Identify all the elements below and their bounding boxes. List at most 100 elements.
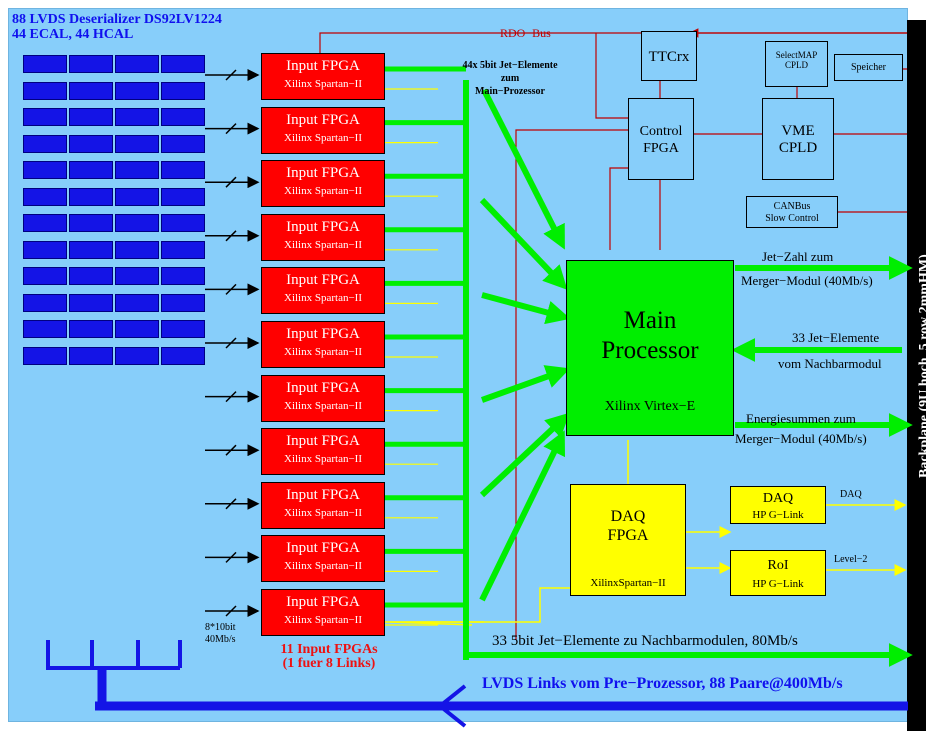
deserializer-chip [115,320,159,338]
link-slash [225,69,237,81]
deserializer-chip [23,187,67,206]
daq-link-line2: HP G−Link [752,509,804,521]
backplane-bar [907,20,926,731]
deserializer-chip [115,293,159,312]
deserializer-chip [69,267,113,285]
selectmap-cpld-box: SelectMAP CPLD [765,41,828,87]
deserializer-chip [161,187,205,206]
deserializer-chip [23,134,67,153]
link-slash [225,176,237,188]
control-fpga-line2: FPGA [643,141,679,156]
deserializer-chip [23,320,67,338]
canbus-line2: Slow Control [765,213,819,224]
input-fpga-chip: Xilinx Spartan−II [284,292,362,305]
input-fpga-chip: Xilinx Spartan−II [284,614,362,626]
deserializer-chip [23,55,67,73]
deserializer-chip [115,108,159,126]
deserializer-chip [161,293,205,312]
energie-line1: Energiesummen zum [746,411,856,426]
deserializer-chip [115,161,159,179]
canbus-line1: CANBus [773,201,811,212]
deserializer-chip [69,187,113,206]
daq-out-label: DAQ [840,489,862,500]
jet-elements-line1: 44x 5bit Jet−Elemente [462,60,558,71]
input-fpga-name: Input FPGA [286,58,360,74]
input-fpga-box: Input FPGA Xilinx Spartan−II [261,535,385,583]
link-rate-line2: 40Mb/s [205,634,236,645]
jet-zahl-line1: Jet−Zahl zum [762,249,834,264]
vme-cpld-line1: VME [781,123,815,139]
deserializer-chip [115,240,159,259]
deserializer-chip [69,134,113,153]
input-fpga-name: Input FPGA [286,165,360,182]
selectmap-line1: SelectMAP [775,50,818,60]
title-line-1: 88 LVDS Deserializer DS92LV1224 [12,12,222,27]
deserializer-chip [161,214,205,232]
deserializer-chip [23,108,67,126]
deserializer-chip [161,240,205,259]
deserializer-chip [115,81,159,100]
main-processor-line2: Processor [601,337,699,364]
deserializer-chip [115,346,159,365]
link-slash [225,391,237,403]
link-slash [225,337,237,349]
deserializer-chip [115,267,159,285]
daq-link-line1: DAQ [762,491,794,506]
input-fpga-chip: Xilinx Spartan−II [284,560,362,573]
input-fpga-box: Input FPGA Xilinx Spartan−II [261,481,385,529]
roi-link-line2: HP G−Link [752,578,804,590]
input-fpga-chip: Xilinx Spartan−II [284,506,362,519]
deserializer-chip [23,346,67,365]
deserializer-chip [69,240,113,259]
speicher-box: Speicher [834,54,903,81]
level2-out-label: Level−2 [834,554,868,565]
input-fpga-name: Input FPGA [286,218,360,235]
main-processor-box: Main Processor Xilinx Virtex−E [566,260,734,436]
input-fpga-name: Input FPGA [286,272,360,289]
jet-33-line1: 33 Jet−Elemente [792,330,880,345]
deserializer-chip [161,161,205,179]
deserializer-chip [161,55,205,73]
input-fpga-name: Input FPGA [286,486,360,503]
link-slash [225,605,237,617]
input-fpga-name: Input FPGA [286,326,360,342]
input-fpga-name: Input FPGA [286,594,360,610]
input-fpga-name: Input FPGA [286,379,360,396]
roi-link-box: RoI HP G−Link [730,550,826,596]
deserializer-chip [161,81,205,100]
input-fpga-chip: Xilinx Spartan−II [284,185,362,198]
main-processor-chip: Xilinx Virtex−E [604,399,696,414]
title-line-2: 44 ECAL, 44 HCAL [12,27,134,42]
canbus-box: CANBus Slow Control [746,196,838,228]
deserializer-chip [69,108,113,126]
daq-link-box: DAQ HP G−Link [730,486,826,524]
input-fpga-name: Input FPGA [286,111,360,128]
deserializer-chip [69,214,113,232]
jet-33-line2: vom Nachbarmodul [778,356,882,371]
input-fpga-chip: Xilinx Spartan−II [284,453,362,466]
selectmap-line2: CPLD [784,60,808,70]
deserializer-chip [23,240,67,259]
deserializer-chip [161,134,205,153]
deserializer-chip [161,320,205,338]
deserializer-chip [23,267,67,285]
deserializer-chip [161,267,205,285]
input-fpga-chip: Xilinx Spartan−II [284,131,362,144]
link-slash [225,123,237,135]
fpga-summary-line1: 11 Input FPGAs [280,642,378,657]
input-fpga-box: Input FPGA Xilinx Spartan−II [261,106,385,154]
control-fpga-line1: Control [639,124,683,139]
deserializer-chip [161,346,205,365]
deserializer-chip [23,81,67,100]
deserializer-chip [23,293,67,312]
neighbour-bus-label: 33 5bit Jet−Elemente zu Nachbarmodulen, … [492,633,798,649]
daq-fpga-chip: XilinxSpartan−II [590,577,666,589]
ttcrx-box: TTCrx [641,31,697,81]
input-fpga-name: Input FPGA [286,540,360,557]
input-fpga-box: Input FPGA Xilinx Spartan−II [261,267,385,315]
daq-fpga-line2: FPGA [607,527,649,544]
deserializer-chip [115,214,159,232]
